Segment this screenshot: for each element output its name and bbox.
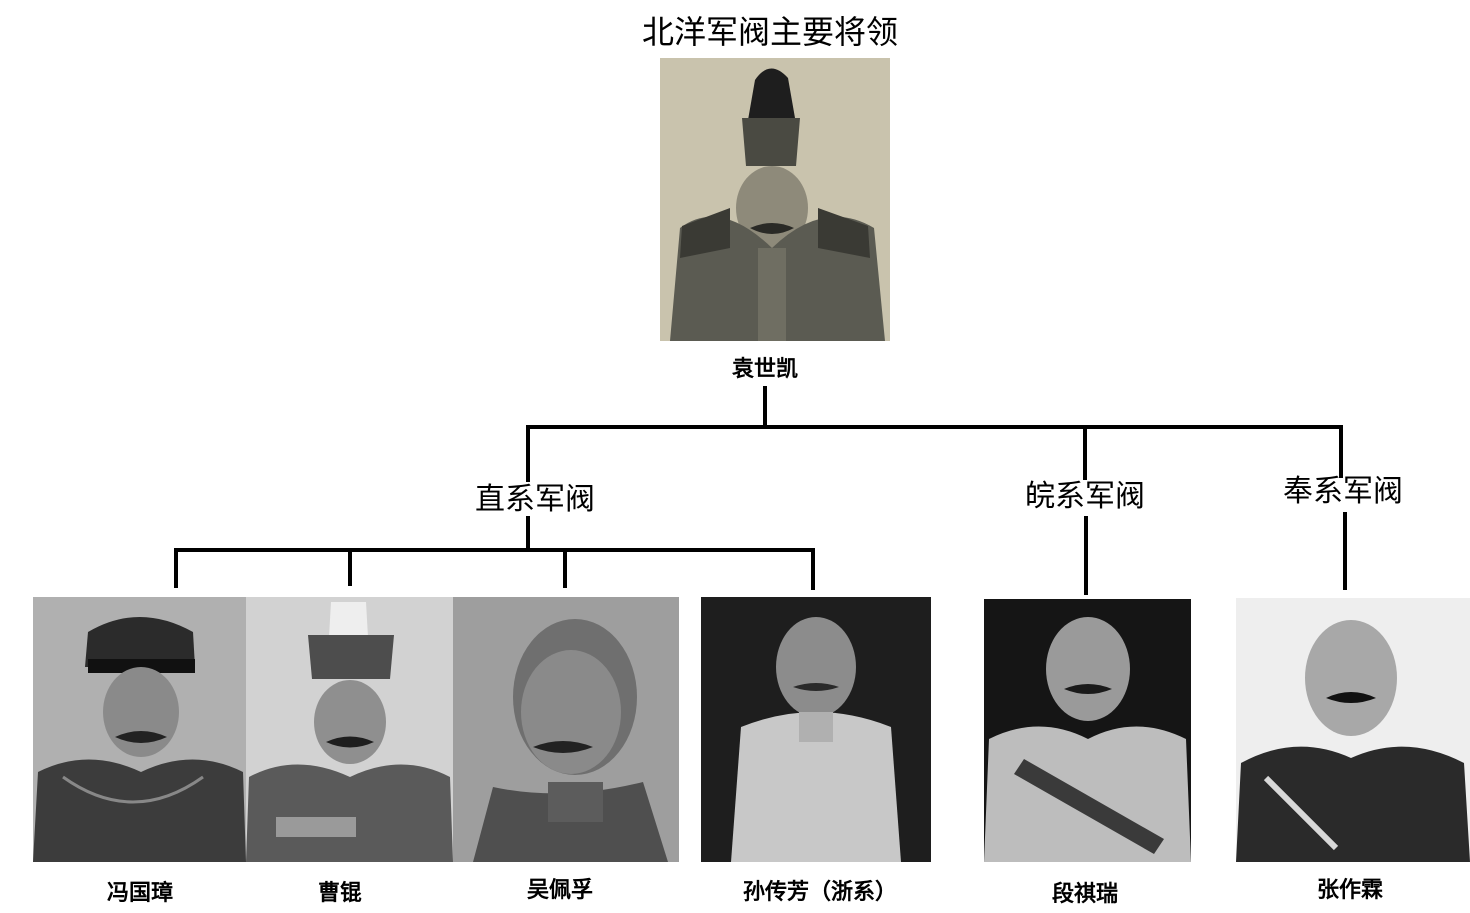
leader-name-3: 吴佩孚	[526, 877, 593, 903]
portrait-duan-qirui	[984, 599, 1191, 862]
portrait-cao-kun	[246, 597, 453, 862]
group-label-zhi: 直系军阀	[475, 482, 595, 517]
portrait-yuan-shikai	[660, 58, 890, 341]
portrait-feng-guozhang	[33, 597, 246, 862]
root-name: 袁世凯	[731, 356, 798, 382]
group-label-wan: 皖系军阀	[1025, 479, 1145, 514]
leader-name-5: 段祺瑞	[1051, 881, 1118, 907]
group-label-feng: 奉系军阀	[1283, 474, 1403, 509]
portrait-zhang-zuolin	[1236, 598, 1470, 862]
leader-name-2: 曹锟	[317, 880, 362, 906]
chart-title: 北洋军阀主要将领	[641, 13, 898, 51]
leader-name-6: 张作霖	[1316, 877, 1383, 903]
portrait-wu-peifu	[453, 597, 679, 862]
portrait-sun-chuanfang	[701, 597, 931, 862]
leader-name-4: 孙传芳（浙系）	[742, 879, 897, 905]
leader-name-1: 冯国璋	[106, 880, 173, 906]
